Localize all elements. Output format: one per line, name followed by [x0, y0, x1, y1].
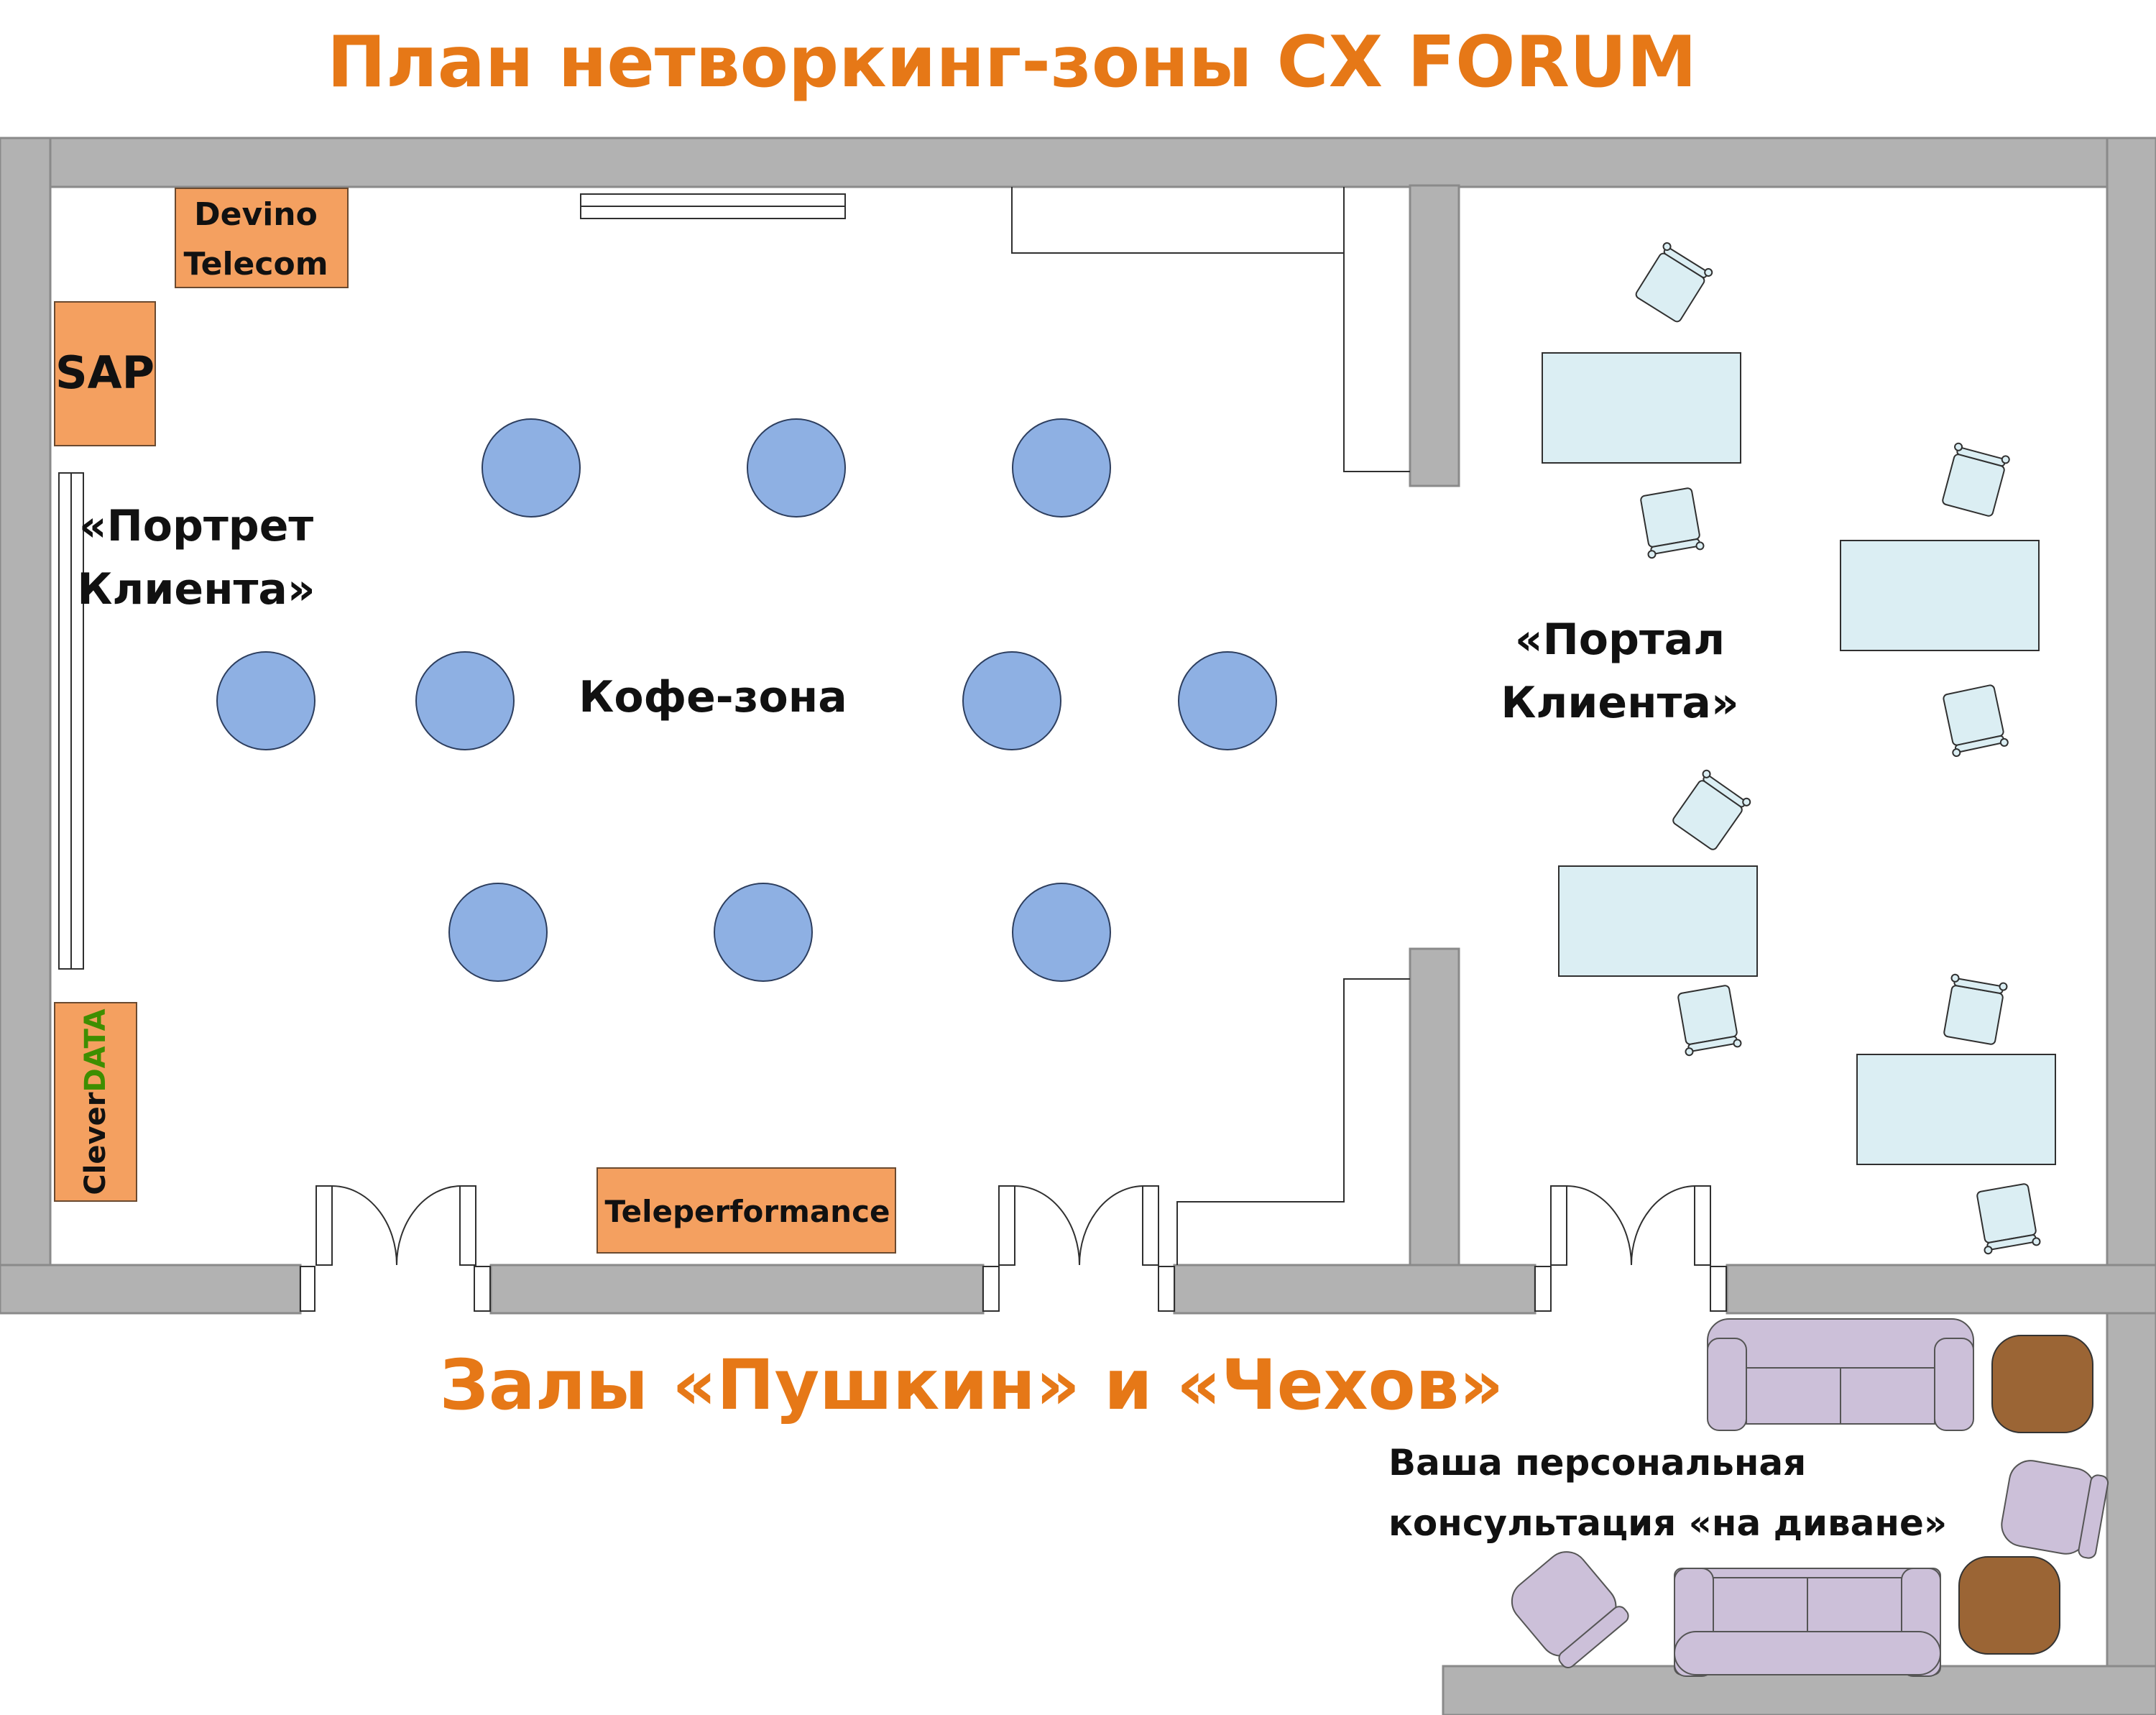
wall-bottom-2 [489, 1264, 985, 1315]
consultation-label-1: Ваша персональная [1388, 1442, 1806, 1484]
booth-cleverdata[interactable]: CleverDATA [54, 1002, 137, 1202]
wall-bottom-1 [0, 1264, 302, 1315]
fixtures [58, 187, 1410, 1265]
pouf[interactable] [1958, 1556, 2060, 1655]
sofa-bottom[interactable] [1674, 1568, 1941, 1677]
desk[interactable] [1856, 1054, 2056, 1165]
round-table[interactable] [482, 418, 581, 518]
chair[interactable] [1974, 1183, 2041, 1255]
counter-bottom-right [1176, 978, 1410, 1265]
portrait-zone-label-2: Клиента» [77, 564, 315, 615]
coffee-zone-tables [216, 418, 1277, 982]
lounge-furniture [1503, 1318, 2110, 1677]
wall-partition-lower [1409, 947, 1460, 1266]
booth-sap[interactable]: SAP [54, 301, 156, 446]
booth-cleverdata-label: CleverDATA [79, 1008, 112, 1195]
door-jamb [1534, 1266, 1552, 1312]
wall-left [0, 137, 52, 1315]
door-jamb [1158, 1266, 1175, 1312]
round-table[interactable] [1012, 883, 1111, 982]
door-2[interactable] [998, 1185, 1159, 1266]
round-table[interactable] [1012, 418, 1111, 518]
armchair[interactable] [1503, 1543, 1631, 1673]
plan-title: План нетворкинг-зоны CX FORUM [327, 22, 1697, 104]
chair[interactable] [1633, 242, 1713, 324]
round-table[interactable] [216, 651, 315, 750]
chair[interactable] [1941, 973, 2008, 1045]
wall-right [2106, 137, 2156, 1715]
round-table[interactable] [714, 883, 813, 982]
desk[interactable] [1840, 540, 2040, 651]
halls-label: Залы «Пушкин» и «Чехов» [440, 1345, 1504, 1425]
chair[interactable] [1669, 769, 1751, 852]
portal-zone-label-2: Клиента» [1501, 678, 1738, 728]
door-1[interactable] [315, 1185, 476, 1266]
door-jamb [1710, 1266, 1727, 1312]
door-jamb [474, 1266, 491, 1312]
consultation-label-2: консультация «на диване» [1388, 1502, 1947, 1544]
chair[interactable] [1638, 487, 1705, 559]
door-jamb [982, 1266, 1000, 1312]
desk[interactable] [1542, 352, 1741, 464]
round-table[interactable] [962, 651, 1061, 750]
round-table[interactable] [448, 883, 548, 982]
pouf[interactable] [1991, 1335, 2093, 1433]
portal-zone-chairs [1633, 242, 2041, 1255]
round-table[interactable] [747, 418, 846, 518]
booth-teleperformance-label: Teleperformance [605, 1194, 890, 1229]
wall-bottom-3 [1173, 1264, 1537, 1315]
armchair[interactable] [1999, 1457, 2110, 1559]
door-3[interactable] [1550, 1185, 1711, 1266]
wall-partition-upper [1409, 184, 1460, 487]
booth-teleperformance[interactable]: Teleperformance [596, 1167, 896, 1254]
wall-bottom-4 [1726, 1264, 2156, 1315]
doors [315, 1185, 1711, 1266]
portal-zone-desks [1542, 352, 2056, 1165]
portal-zone-label-1: «Портал [1515, 615, 1725, 665]
coffee-zone-label: Кофе-зона [579, 672, 847, 722]
round-table[interactable] [1178, 651, 1277, 750]
booth-sap-label: SAP [55, 346, 155, 399]
chair[interactable] [1940, 442, 2010, 518]
round-table[interactable] [415, 651, 515, 750]
sofa-top[interactable] [1707, 1318, 1974, 1431]
booth-devino-telecom[interactable]: Devino Telecom [175, 188, 349, 288]
chair[interactable] [1675, 985, 1742, 1057]
desk[interactable] [1558, 865, 1758, 977]
booth-devino-label-2: Telecom [183, 246, 328, 282]
chair[interactable] [1940, 684, 2009, 758]
door-jamb [300, 1266, 315, 1312]
wall-top [0, 137, 2156, 188]
booth-devino-label-1: Devino [194, 196, 318, 233]
portrait-zone-label-1: «Портрет [79, 501, 314, 551]
